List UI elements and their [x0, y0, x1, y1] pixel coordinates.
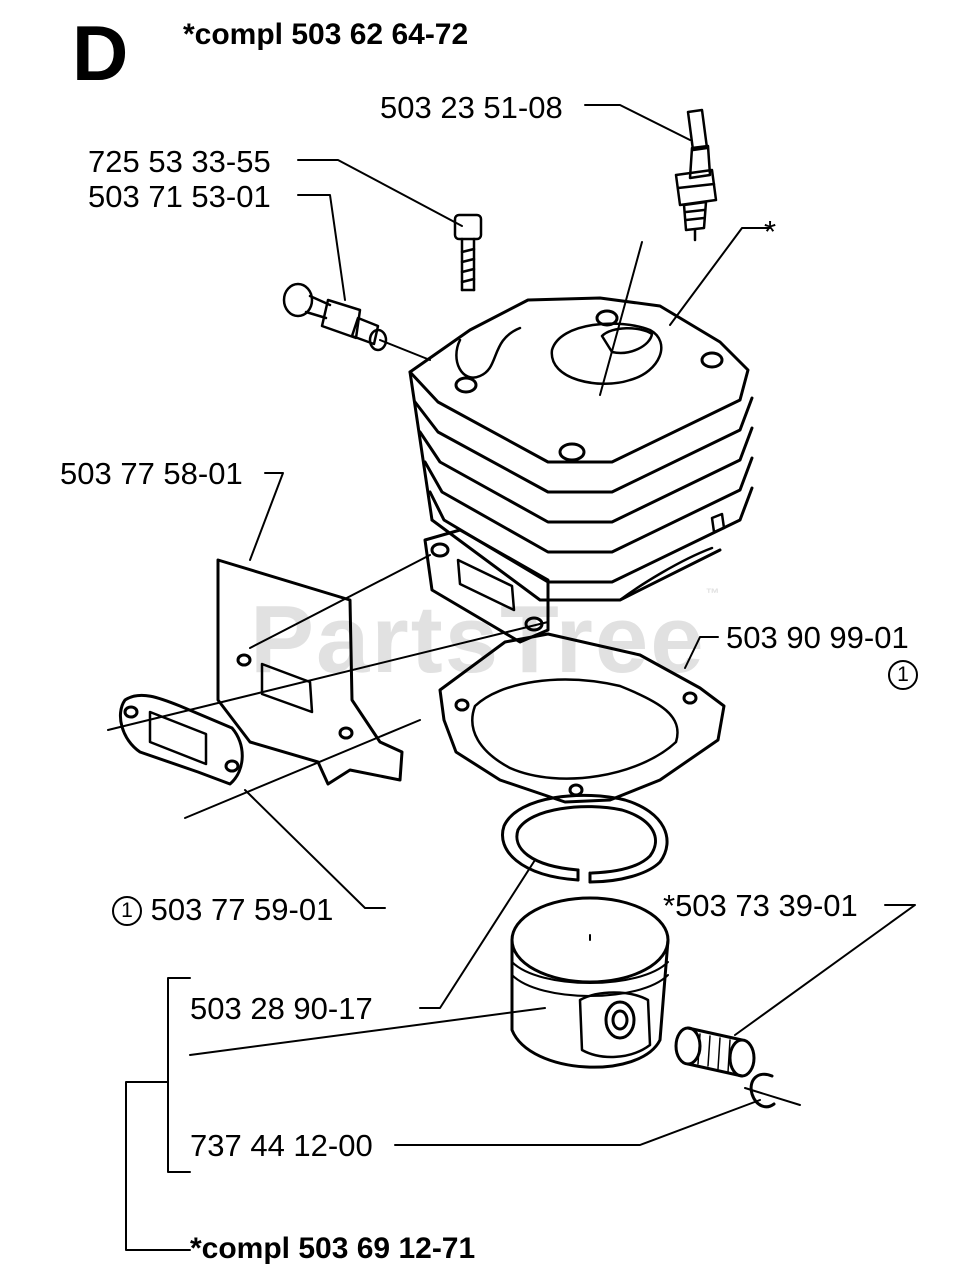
header-assembly-label: *compl 503 62 64-72: [183, 18, 469, 51]
needle-bearing-part: [674, 1026, 756, 1078]
label-spark-plug[interactable]: 503 23 51-08: [380, 90, 563, 125]
cylinder-screw-part: [453, 213, 483, 292]
heat-shield-part: [216, 558, 404, 786]
label-cylinder-gasket-ref: 1: [888, 658, 918, 690]
label-needle-bearing[interactable]: *503 73 39-01: [663, 888, 858, 923]
muffler-gasket-part: [118, 693, 244, 786]
footer-assembly-label: *compl 503 69 12-71: [190, 1232, 476, 1265]
label-piston-ring[interactable]: 503 28 90-17: [190, 991, 373, 1026]
circled-number: 1: [112, 896, 142, 926]
label-circlip[interactable]: 737 44 12-00: [190, 1128, 373, 1163]
circlip-part: [749, 1072, 776, 1109]
cylinder-gasket-part: [438, 632, 726, 804]
label-cylinder-screw[interactable]: 725 53 33-55: [88, 144, 271, 179]
assembly-brackets: [125, 977, 191, 1251]
piston-part: [510, 896, 670, 1069]
piston-ring-part: [501, 793, 669, 884]
label-cylinder-gasket[interactable]: 503 90 99-01: [726, 620, 909, 655]
label-muffler-gasket[interactable]: 503 77 59-01: [150, 892, 334, 927]
leader-lines: [107, 104, 916, 1146]
cylinder-part: [408, 296, 754, 644]
label-cylinder-marker: *: [764, 214, 777, 249]
label-muffler-gasket-group: 1 503 77 59-01: [112, 894, 333, 926]
label-decompression-valve[interactable]: 503 71 53-01: [88, 179, 271, 214]
decompression-valve-part: [282, 282, 388, 352]
section-letter: D: [72, 9, 129, 97]
spark-plug-part: [674, 108, 718, 242]
circled-number: 1: [888, 660, 918, 690]
label-heat-shield[interactable]: 503 77 58-01: [60, 456, 243, 491]
